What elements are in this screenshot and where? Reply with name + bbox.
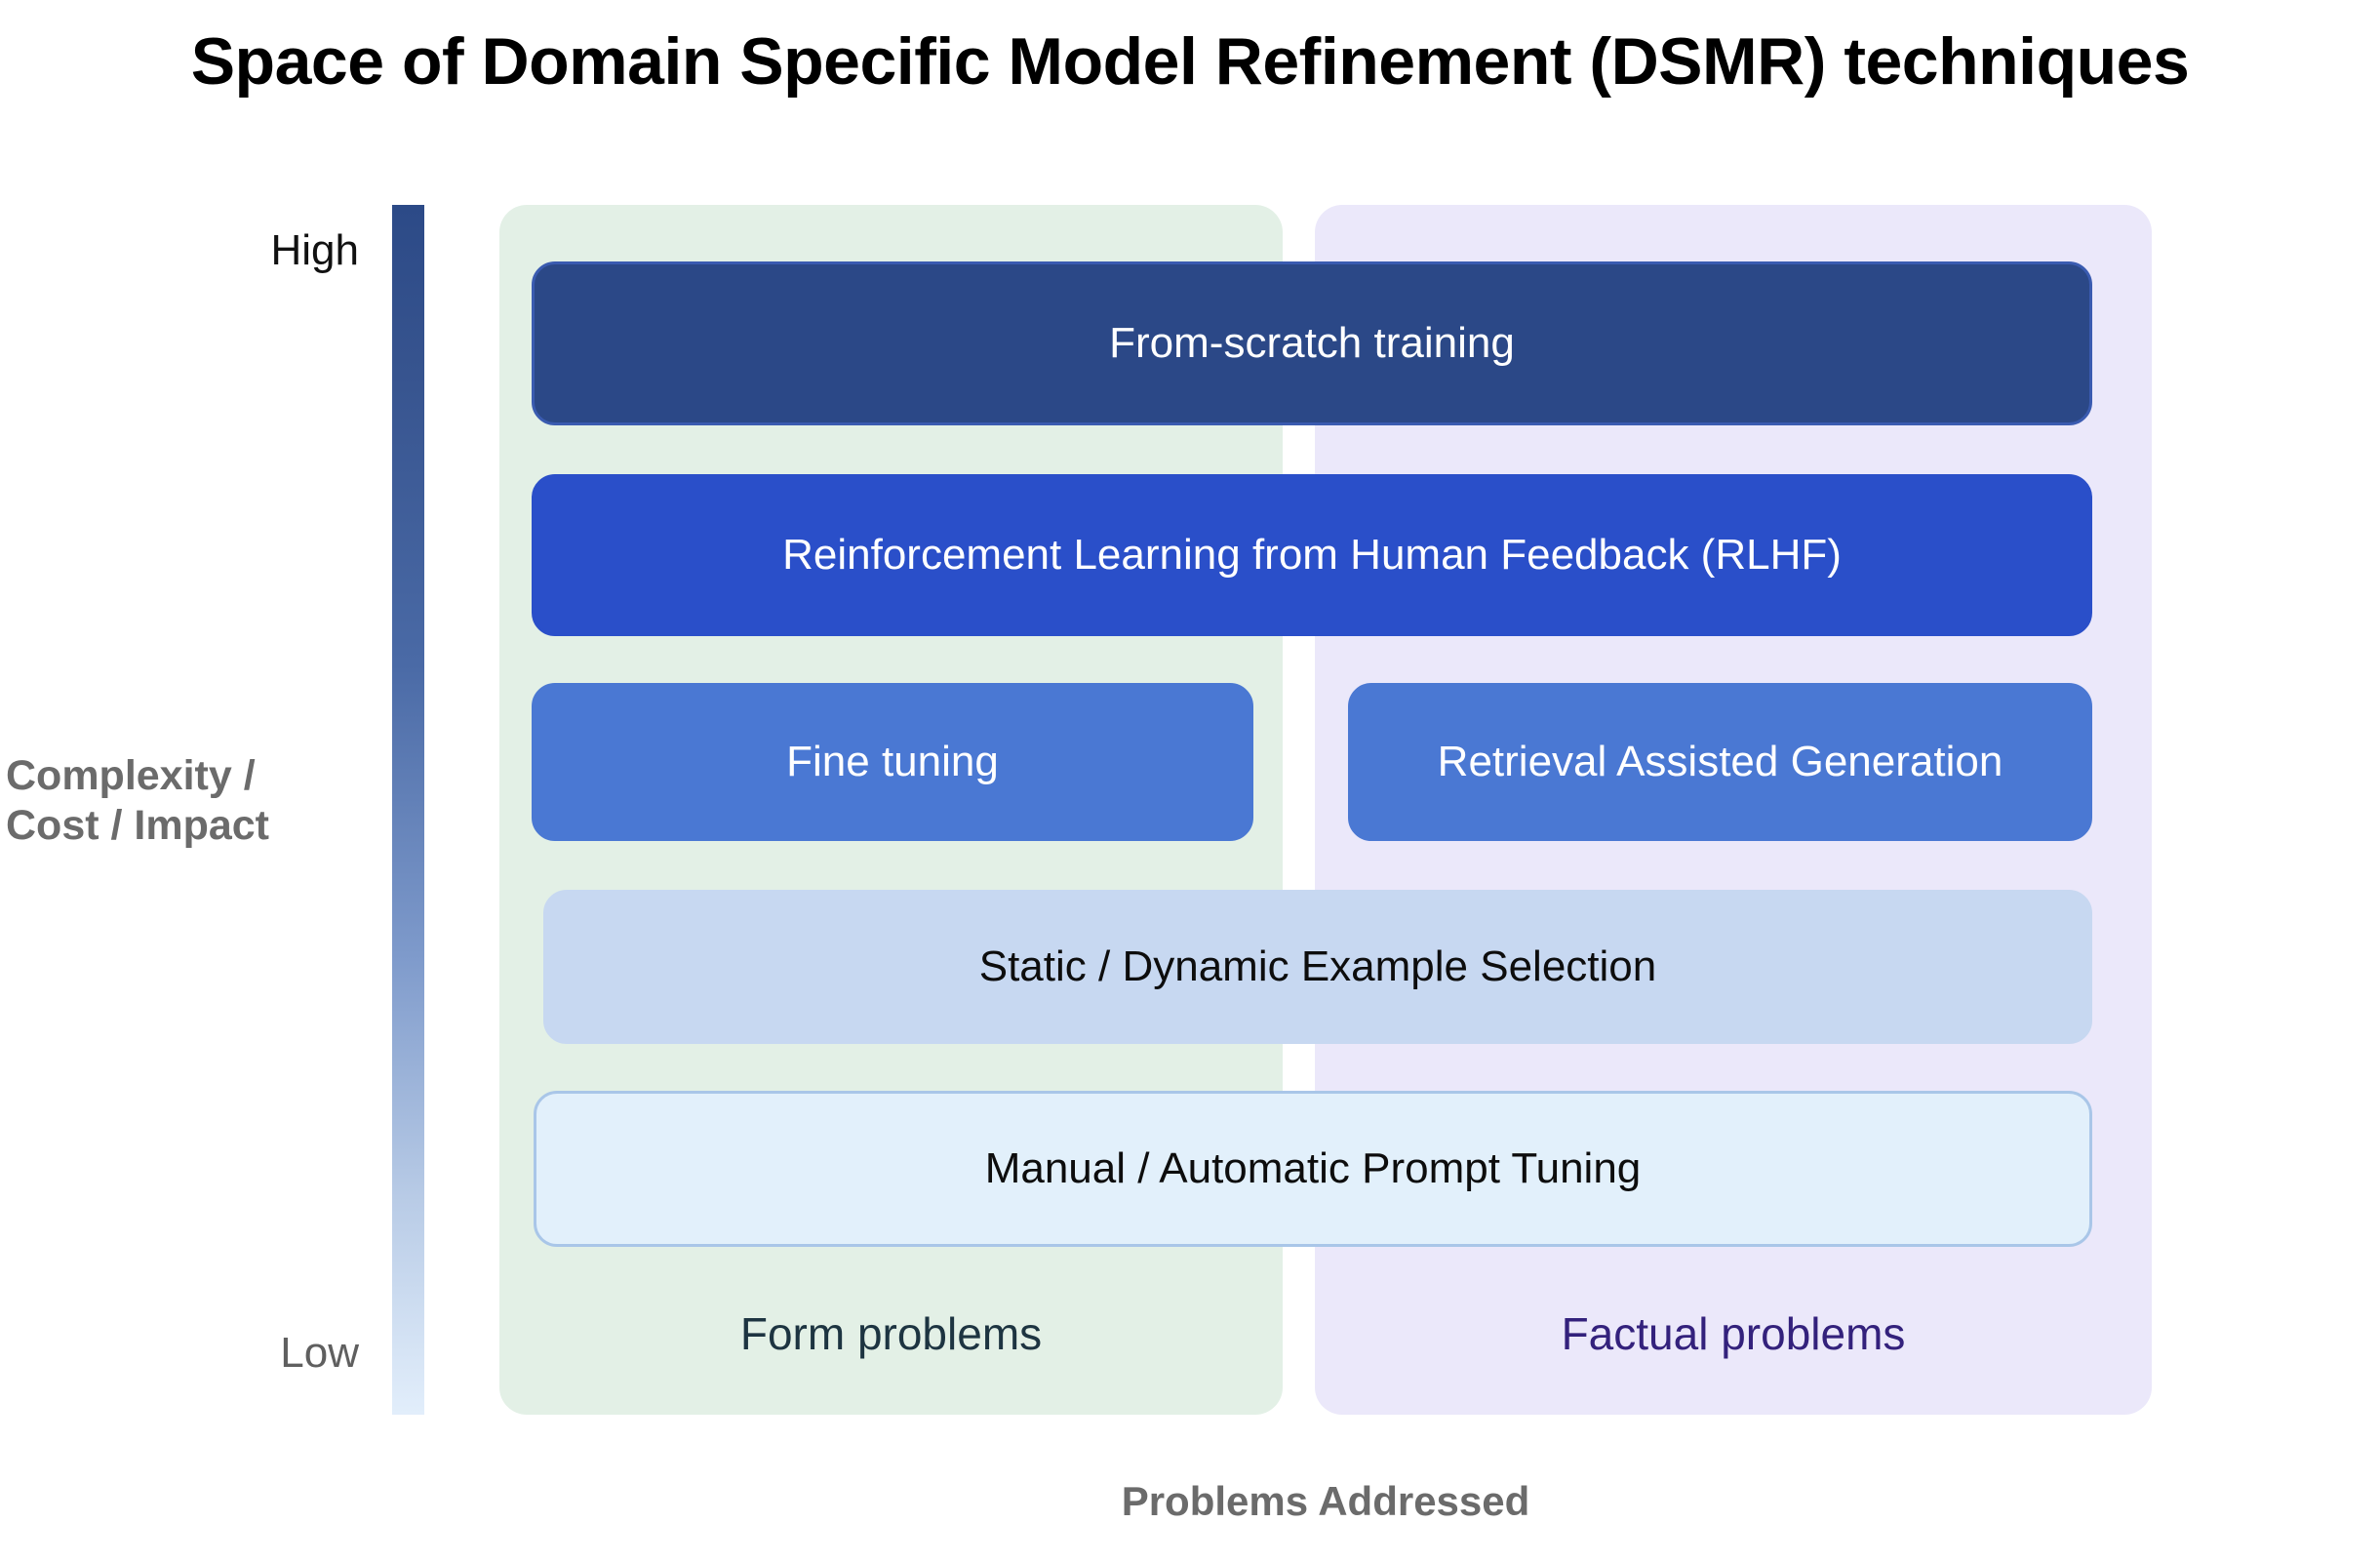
technique-box-rlhf[interactable]: Reinforcement Learning from Human Feedba… — [532, 474, 2092, 636]
y-axis-title-line-1: Complexity / — [6, 752, 256, 799]
technique-box-static-dynamic-example-selection[interactable]: Static / Dynamic Example Selection — [543, 890, 2092, 1044]
technique-box-retrieval-assisted-generation[interactable]: Retrieval Assisted Generation — [1348, 683, 2092, 841]
y-axis-title-line-2: Cost / Impact — [6, 801, 269, 849]
technique-label: Retrieval Assisted Generation — [1437, 737, 2003, 785]
technique-label: Fine tuning — [786, 737, 999, 785]
technique-label: Manual / Automatic Prompt Tuning — [984, 1143, 1642, 1192]
page-title: Space of Domain Specific Model Refinemen… — [190, 24, 2190, 99]
complexity-gradient-bar — [392, 205, 424, 1415]
column-label-factual-problems: Factual problems — [1561, 1308, 1906, 1359]
technique-label: Static / Dynamic Example Selection — [978, 942, 1657, 990]
y-axis-low-label: Low — [280, 1329, 359, 1377]
y-axis-title: Complexity / Cost / Impact — [0, 751, 371, 850]
technique-box-from-scratch-training[interactable]: From-scratch training — [532, 261, 2092, 425]
technique-box-fine-tuning[interactable]: Fine tuning — [532, 683, 1253, 841]
technique-label: From-scratch training — [1109, 318, 1515, 367]
column-label-form-problems: Form problems — [739, 1308, 1043, 1359]
x-axis-title: Problems Addressed — [1121, 1478, 1530, 1524]
technique-label: Reinforcement Learning from Human Feedba… — [782, 530, 1842, 579]
y-axis-high-label: High — [270, 226, 360, 274]
technique-box-manual-automatic-prompt-tuning[interactable]: Manual / Automatic Prompt Tuning — [534, 1091, 2092, 1247]
